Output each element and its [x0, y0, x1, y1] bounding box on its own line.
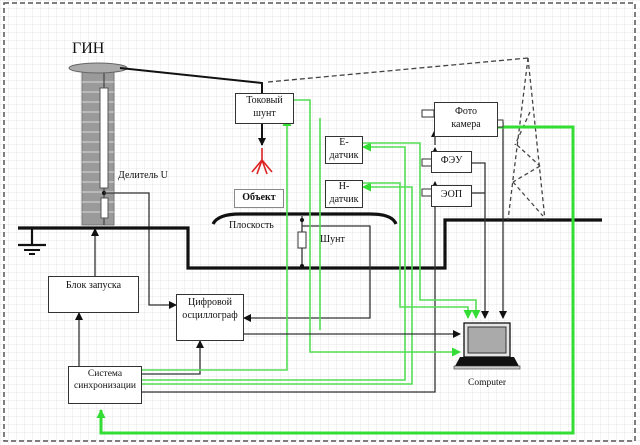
- gin-tower: [68, 62, 128, 226]
- current-shunt-line2: шунт: [253, 107, 276, 119]
- trigger-block-label: Блок запуска: [65, 280, 122, 291]
- spark-icon: [251, 148, 273, 175]
- oscilloscope-box: Цифровой осциллограф: [176, 294, 244, 341]
- eop-label: ЭОП: [440, 189, 463, 200]
- ground-bus: [18, 218, 602, 270]
- photo-camera-box: Фото камера: [434, 102, 498, 137]
- photo-camera-line2: камера: [451, 118, 481, 130]
- photo-camera-line1: Фото: [454, 106, 477, 117]
- ground-symbol: [18, 228, 46, 255]
- shunt-label: Шунт: [320, 234, 345, 245]
- sync-system-line1: Система: [87, 369, 123, 379]
- feu-box: ФЭУ: [431, 151, 472, 173]
- e-sensor-line2: датчик: [329, 149, 359, 161]
- h-sensor-line2: датчик: [329, 193, 359, 205]
- sync-system-line2: синхронизации: [73, 380, 137, 391]
- shunt-resistor: [297, 231, 307, 249]
- oscilloscope-line2: осциллограф: [182, 309, 238, 321]
- feu-label: ФЭУ: [440, 155, 463, 166]
- oscilloscope-line1: Цифровой: [187, 297, 233, 308]
- computer-label: Computer: [468, 378, 506, 388]
- laptop-icon: [453, 322, 521, 370]
- outer-frame: [3, 2, 636, 442]
- divider-label: Делитель U: [118, 170, 168, 181]
- lightning-tower: [507, 57, 546, 221]
- eop-box: ЭОП: [431, 185, 472, 207]
- plane-electrode: [211, 212, 398, 225]
- gin-label: ГИН: [72, 40, 105, 57]
- e-sensor-box: Е- датчик: [325, 136, 363, 164]
- e-sensor-line1: Е-: [339, 137, 349, 148]
- camera-sync-link: [96, 125, 575, 435]
- object-label: Объект: [242, 192, 276, 203]
- current-shunt-box: Токовый шунт: [235, 93, 294, 124]
- plane-label: Плоскость: [229, 220, 274, 231]
- trigger-block-box: Блок запуска: [48, 276, 139, 313]
- h-sensor-box: Н- датчик: [325, 180, 363, 208]
- current-shunt-line1: Токовый: [246, 95, 283, 106]
- object-box: Объект: [234, 189, 284, 208]
- sync-system-box: Система синхронизации: [68, 366, 142, 404]
- h-sensor-line1: Н-: [338, 181, 350, 192]
